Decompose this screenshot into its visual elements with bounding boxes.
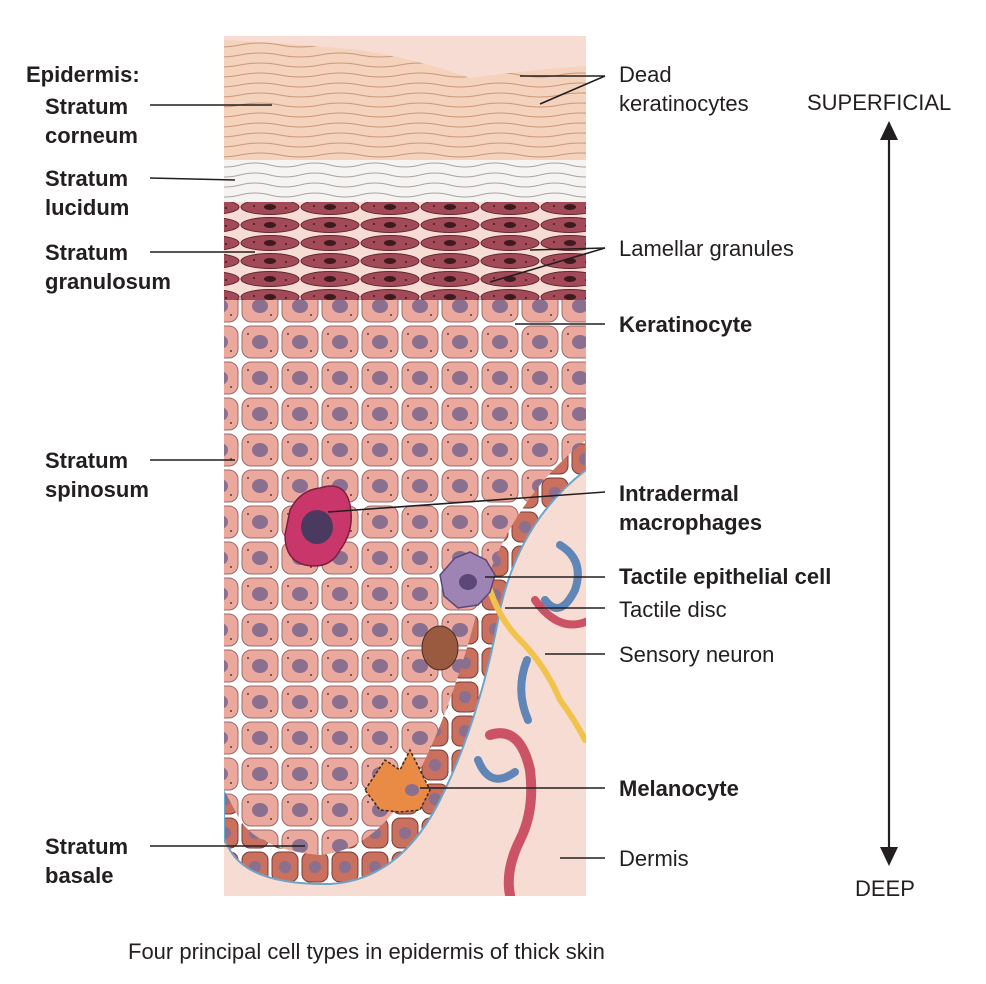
dividing-cell — [421, 625, 459, 671]
label-line: spinosum — [45, 477, 149, 502]
label-sensory-neuron: Sensory neuron — [619, 642, 775, 667]
label-line: Dead — [619, 62, 672, 87]
label-line: lucidum — [45, 195, 130, 220]
leader-lines — [149, 75, 606, 859]
blood-vessel-blue — [474, 756, 519, 783]
blood-vessel-red — [531, 596, 586, 629]
label-line: granulosum — [45, 269, 171, 294]
label-line: basale — [45, 863, 114, 888]
label-superficial: SUPERFICIAL — [807, 90, 952, 115]
figure-caption: Four principal cell types in epidermis o… — [128, 939, 605, 964]
label-deep: DEEP — [855, 876, 915, 901]
label-keratinocyte: Keratinocyte — [619, 312, 753, 337]
label-stratum-corneum: Stratum corneum — [45, 92, 138, 150]
arrow-down-icon — [880, 847, 898, 866]
stratum-spinosum-layer — [224, 300, 586, 855]
label-tactile-epithelial-cell: Tactile epithelial cell — [619, 564, 832, 589]
label-melanocyte: Melanocyte — [619, 776, 739, 801]
blood-vessel-red — [485, 728, 537, 896]
label-line: Stratum — [45, 166, 129, 191]
label-line: Stratum — [45, 94, 129, 119]
label-tactile-disc: Tactile disc — [619, 597, 727, 622]
label-line: Stratum — [45, 834, 129, 859]
label-line: Stratum — [45, 448, 129, 473]
label-lamellar-granules: Lamellar granules — [619, 236, 794, 261]
label-line: macrophages — [619, 510, 763, 535]
stratum-granulosum-layer — [224, 200, 586, 300]
label-stratum-granulosum: Stratum granulosum — [45, 238, 171, 296]
orientation-arrow — [880, 121, 898, 866]
label-line: Intradermal — [619, 481, 739, 506]
arrow-up-icon — [880, 121, 898, 140]
label-line: keratinocytes — [619, 91, 749, 116]
label-line: corneum — [45, 123, 138, 148]
label-stratum-spinosum: Stratum spinosum — [45, 446, 149, 504]
label-intradermal-macrophages: Intradermal macrophages — [619, 479, 762, 537]
label-stratum-lucidum: Stratum lucidum — [45, 164, 129, 222]
epidermis-heading: Epidermis: — [26, 62, 140, 87]
blood-vessel-blue — [517, 656, 532, 724]
melanocyte-cell — [364, 748, 431, 813]
stratum-corneum-layer — [224, 40, 586, 160]
label-stratum-basale: Stratum basale — [45, 832, 128, 890]
sensory-neuron — [487, 587, 586, 743]
label-dermis: Dermis — [619, 846, 689, 871]
label-line: Stratum — [45, 240, 129, 265]
label-dead-keratinocytes: Dead keratinocytes — [619, 60, 749, 118]
stratum-lucidum-layer — [224, 160, 586, 202]
